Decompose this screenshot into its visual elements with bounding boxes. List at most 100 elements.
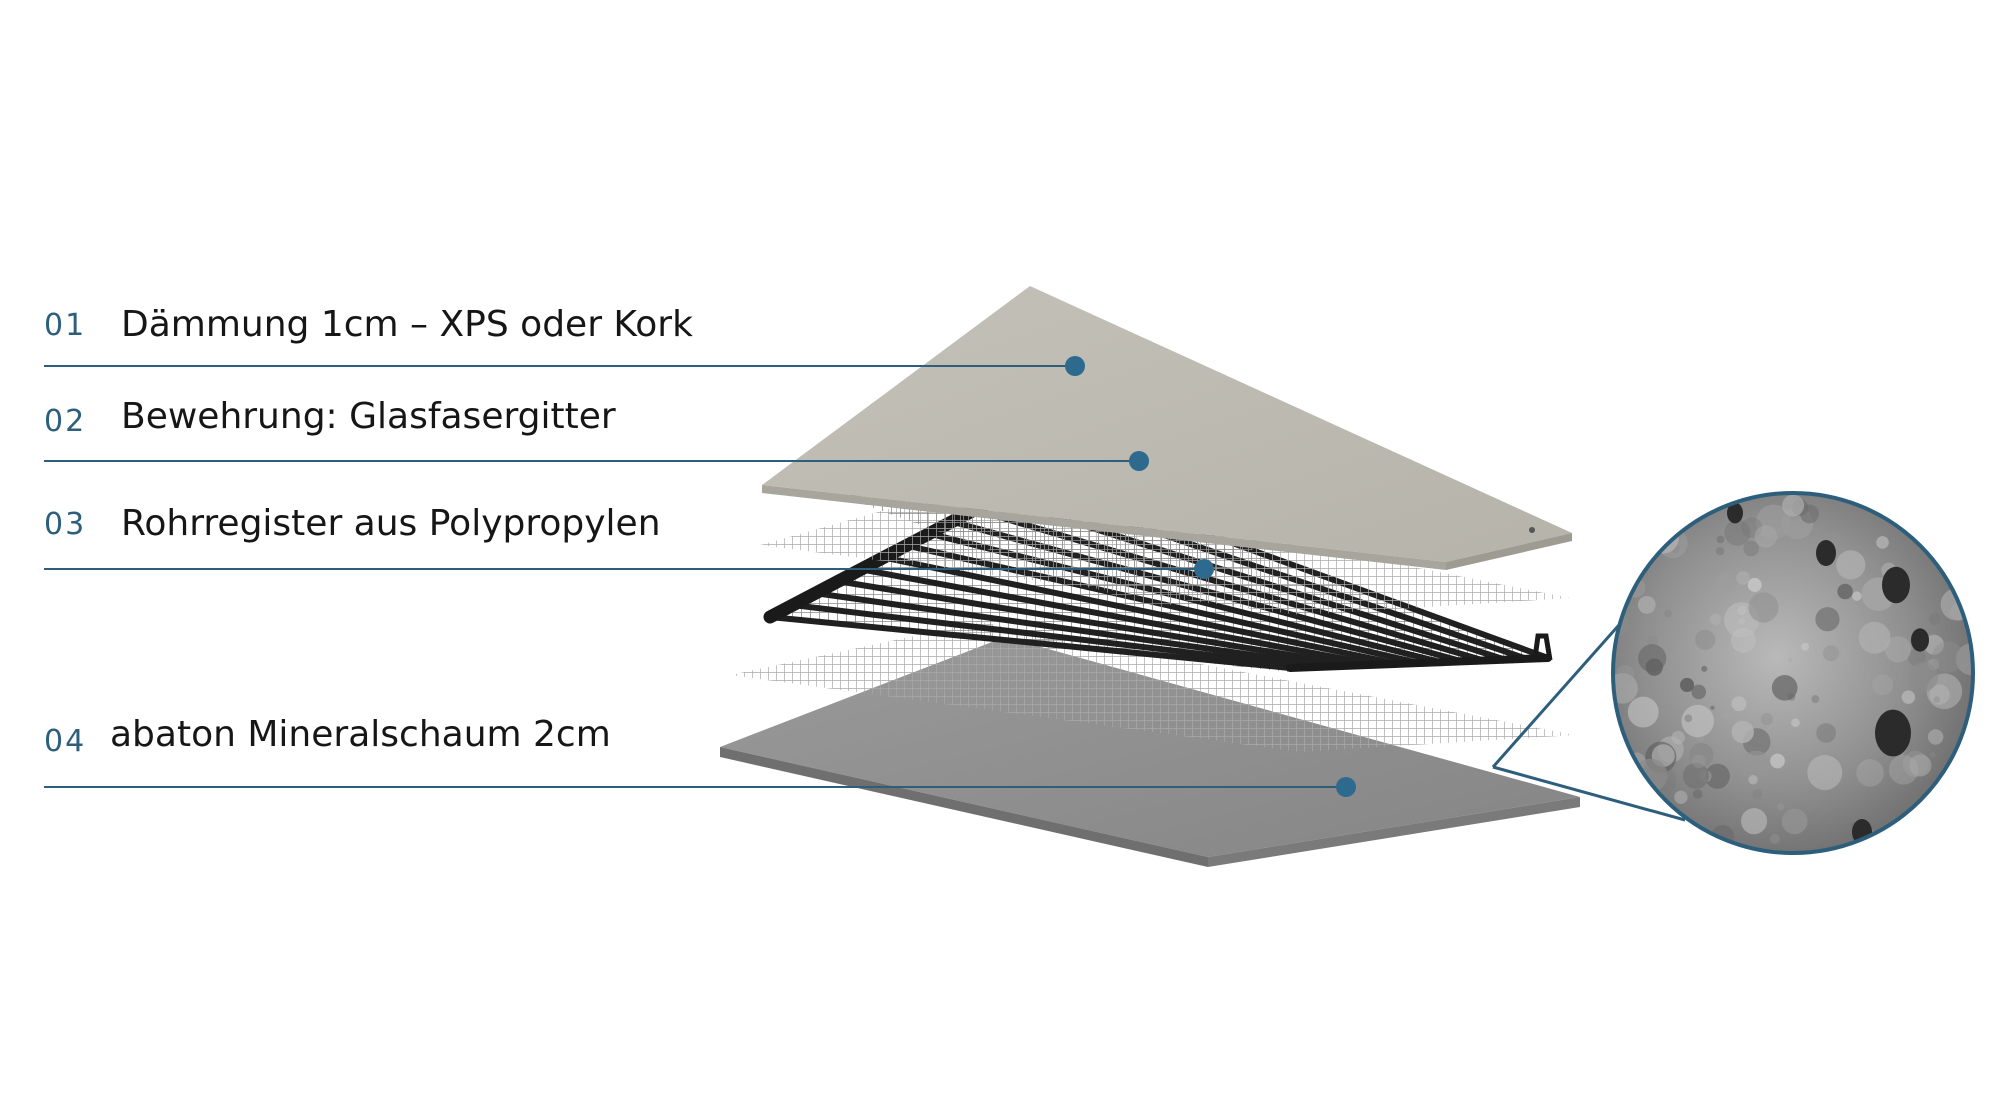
foam-cavity	[1911, 628, 1929, 651]
foam-pore	[1701, 666, 1707, 672]
foam-pore	[1966, 587, 1972, 593]
foam-pore	[1964, 493, 1971, 500]
foam-pore	[1639, 504, 1656, 521]
foam-pore	[1731, 721, 1753, 743]
foam-pore	[1741, 751, 1770, 780]
foam-pore	[1782, 808, 1808, 834]
foam-pore	[1946, 766, 1980, 800]
foam-pore	[1710, 706, 1714, 710]
foam-cavity	[1875, 710, 1911, 757]
foam-pore	[1683, 763, 1709, 789]
foam-pore	[1770, 754, 1785, 769]
marker-dot-04	[1336, 777, 1356, 797]
foam-pore	[1717, 536, 1725, 544]
layer-number-03: 03	[44, 507, 86, 542]
foam-pore	[1837, 584, 1853, 600]
foam-pore	[1662, 483, 1686, 507]
foam-pore	[1902, 690, 1915, 703]
foam-pore	[1801, 643, 1809, 651]
foam-pore	[1664, 610, 1672, 618]
layer-number-02: 02	[44, 404, 86, 439]
foam-pore	[1948, 813, 1980, 845]
foam-pore	[1689, 743, 1713, 767]
foam-pore	[1761, 713, 1773, 725]
foam-pore	[1748, 592, 1778, 622]
foam-pore	[1856, 759, 1884, 787]
foam-pore	[1609, 602, 1623, 616]
foam-pore	[1864, 494, 1876, 506]
foam-pore	[1852, 591, 1861, 600]
foam-pore	[1716, 572, 1737, 593]
foam-pore	[1836, 550, 1865, 579]
foam-pore	[1811, 695, 1819, 703]
foam-pore	[1777, 803, 1784, 810]
foam-pore	[1710, 613, 1721, 624]
foam-pore	[1928, 729, 1943, 744]
foam-pore	[1889, 755, 1918, 784]
foam-pore	[1741, 808, 1767, 834]
foam-pore	[1947, 520, 1962, 535]
foam-cavity	[1816, 540, 1836, 566]
foam-pore	[1895, 848, 1903, 856]
foam-pore	[1724, 714, 1730, 720]
layer-number-01: 01	[44, 308, 86, 343]
layer-title-01: Dämmung 1cm – XPS oder Kork	[121, 304, 693, 345]
foam-pore	[1772, 675, 1798, 701]
marker-dot-03	[1194, 559, 1214, 579]
foam-pore	[1815, 607, 1839, 631]
layer-title-03: Rohrregister aus Polypropylen	[121, 503, 661, 544]
foam-pore	[1616, 665, 1634, 683]
foam-pore	[1613, 535, 1627, 549]
layer-title-04: abaton Mineralschaum 2cm	[110, 714, 611, 755]
foam-pore	[1807, 755, 1842, 790]
foam-pore	[1788, 658, 1792, 662]
foam-pore	[1941, 550, 1951, 560]
foam-pore	[1693, 789, 1702, 798]
foam-pore	[1743, 541, 1759, 557]
foam-pore	[1859, 622, 1891, 654]
foam-pore	[1967, 728, 1976, 737]
foam-pore	[1640, 515, 1650, 525]
foam-pore	[1638, 538, 1654, 554]
marker-dot-02	[1129, 451, 1149, 471]
foam-pore	[1876, 536, 1889, 549]
foam-pore	[1674, 791, 1687, 804]
foam-pore	[1947, 775, 1964, 792]
foam-pore	[1791, 718, 1800, 727]
foam-pore	[1909, 662, 1939, 692]
foam-pore	[1708, 486, 1726, 504]
foam-pore	[1748, 578, 1762, 592]
foam-pore	[1684, 714, 1692, 722]
foam-pore	[1816, 723, 1836, 743]
foam-pore	[1972, 498, 1977, 503]
foam-pore	[1731, 628, 1756, 653]
foam-pore	[1664, 842, 1671, 849]
foam-pore	[1823, 645, 1839, 661]
foam-pore	[1752, 789, 1762, 799]
foam-pore	[1755, 525, 1778, 548]
marker-dot-01	[1065, 356, 1085, 376]
foam-cavity	[1882, 567, 1910, 603]
foam-pore	[1929, 613, 1941, 625]
foam-pore	[1638, 596, 1656, 614]
foam-pore	[1930, 752, 1936, 758]
foam-pore	[1680, 678, 1694, 692]
foam-pore	[1716, 547, 1724, 555]
foam-pore	[1872, 674, 1893, 695]
foam-pore	[1671, 731, 1684, 744]
foam-pore	[1748, 775, 1757, 784]
foam-pore	[1782, 495, 1804, 517]
layer-number-04: 04	[44, 724, 86, 759]
foam-pore	[1638, 644, 1666, 672]
foam-pore	[1941, 588, 1973, 620]
foam-pore	[1731, 696, 1746, 711]
foam-pore	[1770, 834, 1780, 844]
foam-pore	[1647, 541, 1651, 545]
foam-pore	[1695, 630, 1715, 650]
foam-pore	[1724, 520, 1750, 546]
foam-pore	[1848, 495, 1853, 500]
foam-pore	[1628, 697, 1659, 728]
foam-pore	[1736, 571, 1749, 584]
layer-title-02: Bewehrung: Glasfasergitter	[121, 396, 616, 437]
